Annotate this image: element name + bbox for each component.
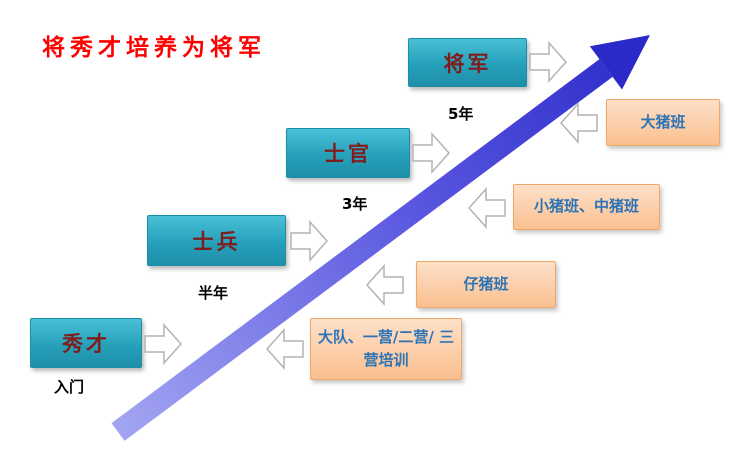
arrow-right-icon (412, 132, 450, 174)
arrow-right-icon (144, 323, 182, 365)
stage-label: 秀才 (62, 332, 110, 356)
program-box-dazhuban: 大猪班 (606, 99, 720, 146)
milestone-label: 3年 (342, 195, 368, 213)
program-label: 仔猪班 (463, 274, 509, 293)
stage-label: 士兵 (192, 229, 241, 254)
arrow-left-icon (266, 328, 304, 370)
milestone-label: 5年 (448, 105, 474, 123)
arrow-right-icon (290, 220, 328, 262)
arrow-left-icon (560, 102, 598, 144)
program-label: 小猪班、中猪班 (533, 197, 639, 216)
program-label: 大队、一营/二营/ 三营培训 (317, 327, 455, 369)
stage-box-jiangjun: 将军 (408, 38, 527, 87)
milestone-label: 半年 (198, 284, 229, 302)
stage-box-shiguan: 士官 (286, 128, 410, 178)
stage-label: 将军 (443, 51, 492, 76)
arrow-right-icon (529, 41, 567, 83)
program-box-xiaozhuban: 小猪班、中猪班 (513, 184, 660, 230)
program-label: 大猪班 (640, 112, 686, 131)
arrow-left-icon (366, 264, 404, 306)
stage-box-shibing: 士兵 (147, 215, 286, 266)
stage-label: 士官 (324, 142, 372, 166)
slide-title: 将秀才培养为将军 (42, 35, 266, 61)
milestone-label: 入门 (54, 378, 85, 396)
program-box-zizhuban: 仔猪班 (416, 261, 556, 308)
stage-box-xiucai: 秀才 (30, 318, 142, 368)
program-box-daduipeixun: 大队、一营/二营/ 三营培训 (310, 318, 462, 380)
arrow-left-icon (468, 187, 506, 229)
